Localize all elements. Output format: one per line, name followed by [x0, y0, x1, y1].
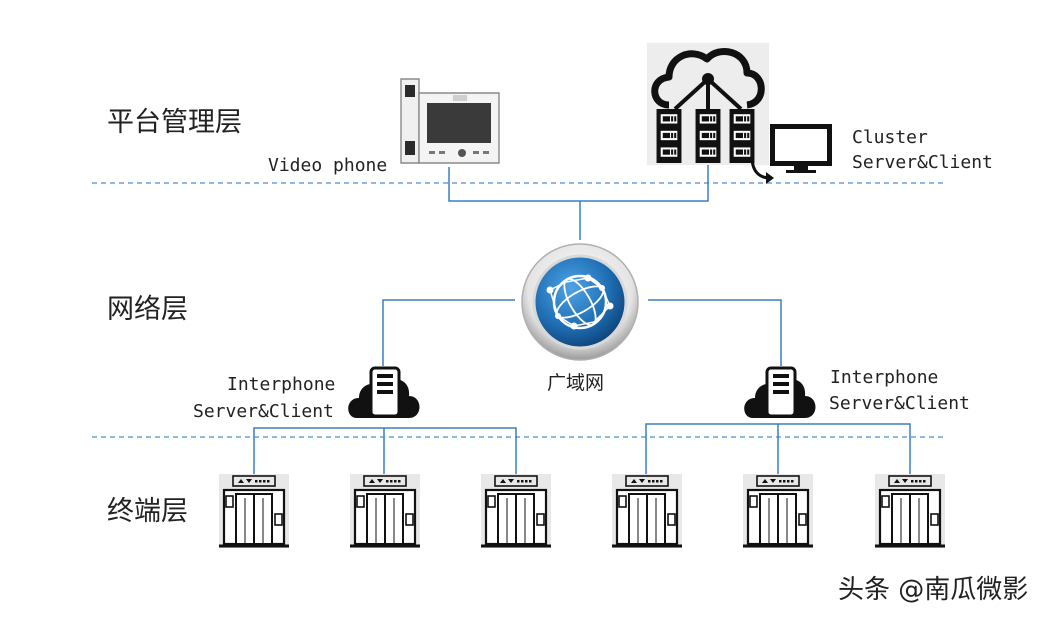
- cluster-label-line1: Cluster: [852, 127, 928, 148]
- wan-label: 广域网: [547, 372, 604, 394]
- elevator-icon: [350, 474, 420, 548]
- elevator-icon: [481, 474, 551, 548]
- video-phone-label: Video phone: [268, 155, 387, 176]
- connection-lines: [253, 160, 911, 476]
- interphone-right-label-line1: Interphone: [830, 367, 938, 388]
- video-phone-icon: [395, 75, 503, 167]
- cluster-label-line2: Server&Client: [852, 152, 993, 173]
- layer-label-platform: 平台管理层: [107, 107, 242, 138]
- interphone-left-label-line2: Server&Client: [193, 401, 334, 422]
- layer-label-terminal: 终端层: [107, 496, 188, 527]
- interphone-right-label-line2: Server&Client: [829, 393, 970, 414]
- layer-label-network: 网络层: [107, 294, 188, 325]
- elevator-icon: [612, 474, 682, 548]
- elevator-icon: [875, 474, 945, 548]
- interphone-server-left-icon: [346, 366, 422, 420]
- wan-globe-icon: [521, 243, 639, 361]
- interphone-server-right-icon: [742, 366, 818, 420]
- elevator-icon: [219, 474, 289, 548]
- cluster-server-icon: [647, 43, 769, 165]
- elevator-icon: [743, 474, 813, 548]
- interphone-left-label-line1: Interphone: [227, 374, 335, 395]
- watermark: 头条 @南瓜微影: [838, 575, 1028, 605]
- monitor-icon: [770, 124, 832, 173]
